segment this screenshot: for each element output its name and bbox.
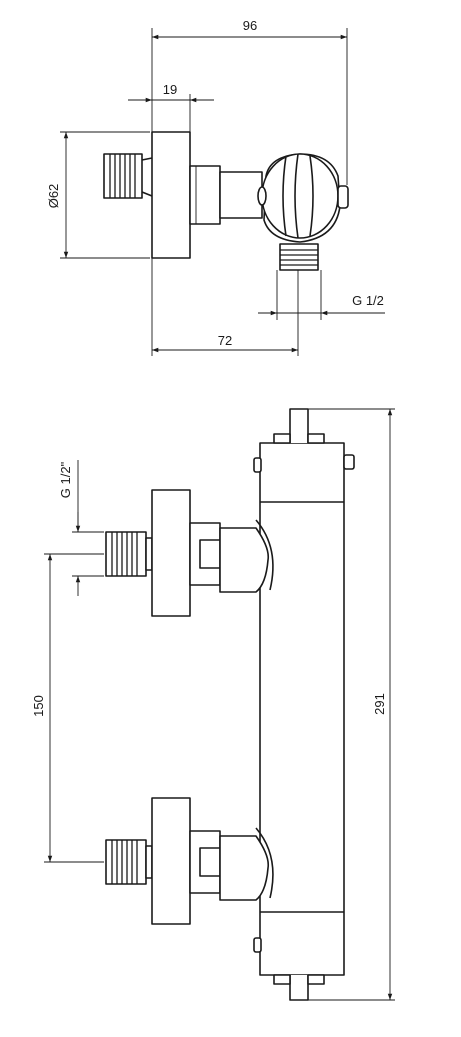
dimension-label-outlet-thread: G 1/2 [352, 293, 384, 308]
dimension-label-72: 72 [218, 333, 232, 348]
dimension-label-19: 19 [163, 82, 177, 97]
upper-wall-plate [151, 489, 191, 617]
dimension-label-diameter: Ø62 [46, 184, 61, 209]
front-bottom-tab-flange-right [307, 974, 325, 985]
dimension-label-96: 96 [243, 18, 257, 33]
top-outlet-thread [279, 243, 319, 271]
front-bottom-tab-flange-left [273, 974, 291, 985]
lower-elbow-curve [255, 827, 274, 899]
dimension-label-291: 291 [372, 693, 387, 715]
front-upper-inlet [105, 489, 274, 617]
front-view: 291 150 G 1/2" [31, 408, 395, 1001]
front-top-tab-flange-left [273, 433, 291, 444]
top-connector-nut [189, 165, 221, 225]
top-neck [219, 171, 263, 219]
top-handle-knob [261, 153, 339, 239]
front-top-tab [289, 408, 309, 443]
front-main-body [259, 442, 345, 976]
top-handle-grip-mid [294, 153, 299, 239]
top-handle-grip-left [282, 155, 287, 237]
top-side-cap [257, 186, 267, 206]
top-safety-button [337, 185, 349, 209]
front-side-cap-bottom [253, 937, 262, 953]
lower-elbow [219, 835, 270, 901]
dimension-label-150: 150 [31, 695, 46, 717]
front-safety-button [343, 454, 355, 470]
front-lower-inlet [105, 797, 274, 925]
upper-elbow-curve [255, 519, 274, 591]
upper-inlet-thread [105, 531, 147, 577]
front-bottom-tab [289, 975, 309, 1001]
top-wall-plate [151, 131, 191, 259]
lower-wall-plate [151, 797, 191, 925]
top-view: 96 19 Ø62 72 G 1/2 [46, 18, 385, 356]
top-handle-grip-right [309, 155, 314, 237]
top-inlet-thread [103, 153, 153, 199]
front-top-tab-flange-right [307, 433, 325, 444]
dimension-label-inlet-thread: G 1/2" [58, 461, 73, 498]
upper-elbow [219, 527, 270, 593]
front-side-cap-top [253, 457, 262, 473]
